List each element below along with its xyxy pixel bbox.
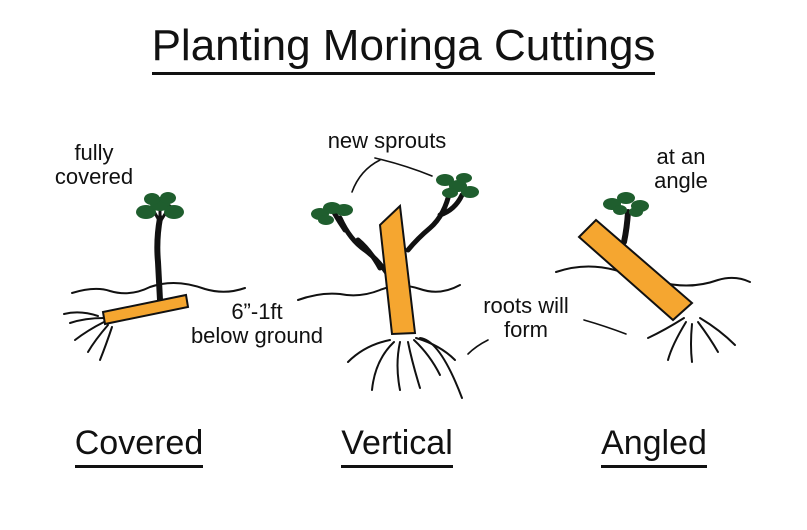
roots-angled: [647, 317, 736, 363]
stem-covered: [154, 215, 163, 303]
cutting-covered: [101, 293, 190, 326]
leaves-vertical-right: [436, 173, 479, 198]
label-roots-will-form: roots will form: [483, 293, 569, 343]
pointer-roots-left: [467, 339, 489, 355]
ground-line-covered: [71, 282, 246, 295]
cutting-angled: [577, 218, 694, 322]
pointer-sprouts-left: [351, 159, 381, 193]
pointer-sprouts-right: [374, 157, 433, 177]
roots-covered: [63, 311, 113, 361]
label-new-sprouts: new sprouts: [327, 128, 447, 153]
pointer-roots-right: [583, 319, 627, 335]
label-at-an-angle: at an angle: [654, 144, 708, 194]
roots-vertical: [347, 337, 463, 399]
cutting-vertical: [378, 203, 417, 336]
page-title: Planting Moringa Cuttings: [0, 21, 807, 75]
caption-vertical: Vertical: [300, 424, 494, 468]
leaves-angled: [603, 192, 649, 217]
ground-line-vertical: [297, 284, 461, 301]
label-fully-covered: fully covered: [54, 140, 134, 190]
caption-angled: Angled: [565, 424, 743, 468]
label-depth: 6”-1ft below ground: [190, 299, 324, 349]
stem-angled: [621, 209, 631, 245]
leaves-covered: [136, 192, 184, 219]
caption-covered: Covered: [44, 424, 234, 468]
leaves-vertical-left: [311, 202, 353, 225]
